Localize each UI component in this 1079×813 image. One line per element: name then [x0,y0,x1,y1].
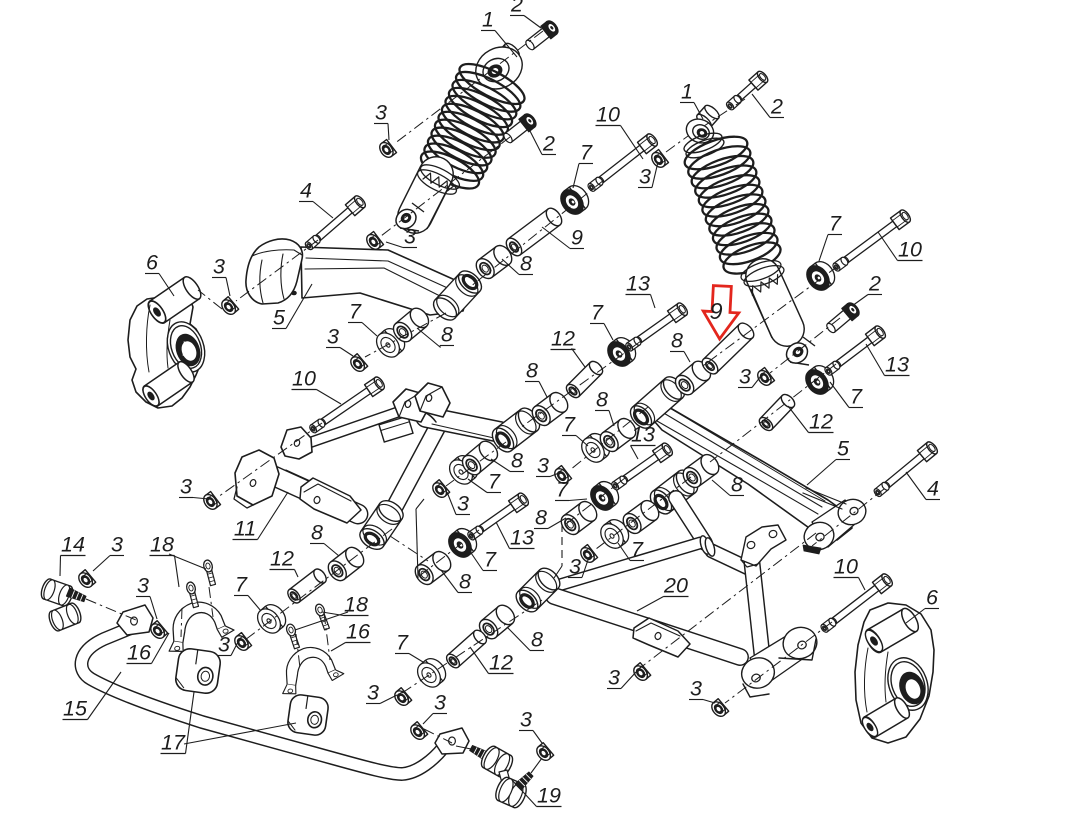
svg-text:4: 4 [300,179,312,203]
svg-text:10: 10 [898,238,922,262]
svg-text:7: 7 [591,301,604,325]
svg-text:3: 3 [367,681,379,705]
svg-text:8: 8 [731,473,743,497]
svg-text:7: 7 [850,385,863,409]
svg-text:7: 7 [563,413,576,437]
svg-text:2: 2 [510,0,523,17]
svg-text:2: 2 [770,95,783,119]
svg-text:3: 3 [639,165,651,189]
svg-text:7: 7 [488,470,501,494]
svg-text:7: 7 [580,141,593,165]
svg-text:7: 7 [631,538,644,562]
svg-text:1: 1 [482,8,494,32]
svg-text:9: 9 [571,226,583,250]
svg-text:1: 1 [681,80,693,104]
svg-text:12: 12 [270,547,294,571]
svg-text:3: 3 [111,533,123,557]
svg-text:13: 13 [626,272,650,296]
svg-text:3: 3 [739,365,751,389]
svg-text:2: 2 [542,132,555,156]
svg-text:3: 3 [327,325,339,349]
svg-text:8: 8 [511,449,523,473]
svg-text:7: 7 [484,548,497,572]
svg-text:7: 7 [556,478,569,502]
svg-text:18: 18 [150,533,174,557]
svg-text:8: 8 [671,329,683,353]
svg-text:6: 6 [926,586,938,610]
svg-text:19: 19 [537,784,561,808]
svg-text:16: 16 [127,641,151,665]
svg-text:8: 8 [596,388,608,412]
svg-text:3: 3 [434,691,446,715]
svg-text:13: 13 [631,423,655,447]
svg-text:7: 7 [396,631,409,655]
svg-text:5: 5 [837,437,850,461]
svg-text:3: 3 [213,255,225,279]
svg-text:10: 10 [834,555,858,579]
svg-text:17: 17 [161,731,186,755]
svg-text:20: 20 [663,574,688,598]
svg-text:3: 3 [608,666,620,690]
svg-text:14: 14 [61,533,85,557]
svg-text:8: 8 [459,570,471,594]
svg-text:12: 12 [551,327,575,351]
svg-text:3: 3 [537,454,549,478]
svg-text:9: 9 [709,298,722,324]
svg-text:3: 3 [180,475,192,499]
svg-text:8: 8 [531,628,543,652]
svg-text:6: 6 [146,251,158,275]
svg-text:15: 15 [63,697,88,721]
svg-text:11: 11 [234,517,256,541]
svg-text:5: 5 [273,306,286,330]
svg-text:12: 12 [489,651,513,675]
svg-text:10: 10 [292,367,316,391]
svg-text:8: 8 [535,506,547,530]
svg-text:3: 3 [690,677,702,701]
svg-text:3: 3 [457,492,469,516]
svg-text:8: 8 [520,252,532,276]
svg-text:13: 13 [510,526,534,550]
svg-text:10: 10 [596,103,620,127]
svg-text:4: 4 [927,477,939,501]
svg-text:3: 3 [218,633,230,657]
svg-text:2: 2 [868,272,881,296]
svg-text:8: 8 [441,323,453,347]
svg-text:8: 8 [311,521,323,545]
svg-text:3: 3 [569,555,581,579]
svg-text:18: 18 [344,593,368,617]
svg-text:3: 3 [520,708,532,732]
svg-text:7: 7 [829,212,842,236]
svg-text:12: 12 [809,410,833,434]
svg-text:3: 3 [137,574,149,598]
svg-text:16: 16 [346,620,370,644]
svg-text:13: 13 [885,353,909,377]
svg-text:8: 8 [526,359,538,383]
svg-text:3: 3 [375,101,387,125]
svg-text:3: 3 [404,225,416,249]
svg-text:7: 7 [235,573,248,597]
svg-text:7: 7 [349,300,362,324]
